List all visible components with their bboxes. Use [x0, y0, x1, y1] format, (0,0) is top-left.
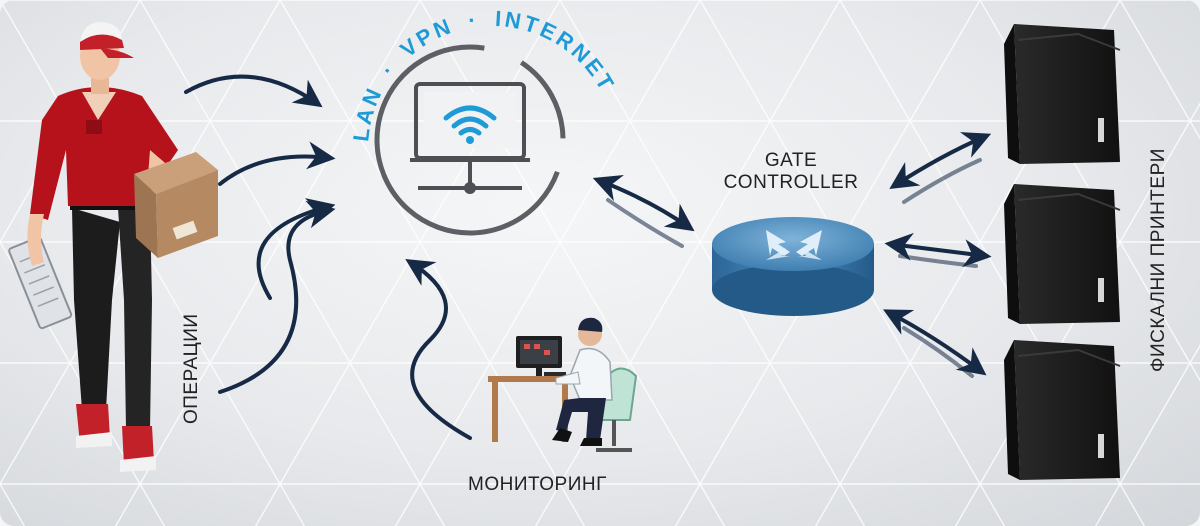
arrow-operations-2 — [218, 141, 336, 186]
gate-label-line1: GATE — [764, 150, 818, 171]
ring-separator: · — [467, 7, 481, 33]
arrow-router-printer-2 — [884, 232, 992, 268]
parcel-box — [134, 152, 218, 258]
monitoring-label: МОНИТОРИНГ — [468, 474, 607, 495]
arrow-monitoring — [405, 259, 472, 440]
fiscal-printers-label: ФИСКАЛНИ ПРИНТЕРИ — [1148, 148, 1169, 372]
gate-controller-router — [712, 217, 874, 316]
gate-controller-label: GATE CONTROLLER — [716, 150, 866, 194]
arrow-hub-router — [592, 174, 695, 248]
wifi-icon — [443, 105, 497, 144]
monitoring-operator-figure — [488, 317, 638, 452]
arrow-router-printer-1 — [889, 132, 992, 204]
fiscal-printer-3 — [1004, 340, 1121, 480]
arrow-router-printer-3 — [883, 309, 987, 378]
delivery-worker-figure — [8, 22, 218, 472]
gate-label-line2: CONTROLLER — [723, 172, 859, 193]
fiscal-printer-1 — [1004, 24, 1121, 164]
arrow-operations-1 — [184, 74, 323, 108]
operations-arrows — [184, 74, 336, 394]
arrow-operations-4 — [218, 200, 336, 394]
fiscal-printer-2 — [1004, 184, 1121, 324]
operations-label: ОПЕРАЦИИ — [181, 313, 202, 424]
router-arrows-icon — [766, 230, 822, 260]
